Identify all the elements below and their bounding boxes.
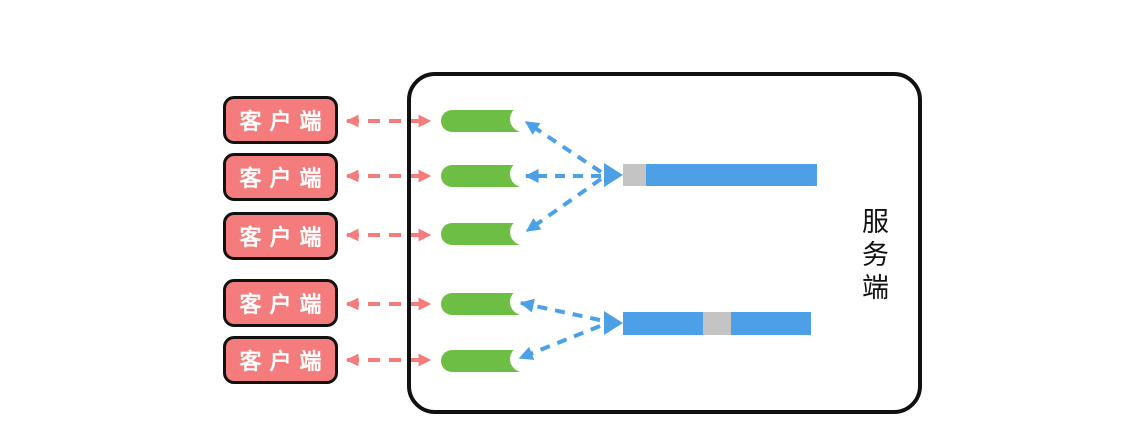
handler-pills [441, 106, 536, 372]
client-box-2: 客户端 [223, 153, 338, 201]
handler-pill-5 [441, 346, 536, 372]
handler-pill-2 [441, 161, 536, 187]
thread-bar-2 [623, 312, 811, 335]
dispatch-arrowhead-2 [604, 311, 623, 335]
client-connection-arrows [345, 114, 432, 367]
thread-bar-1-segment-gray [623, 164, 646, 186]
blue-dashed-arrow-3 [525, 177, 603, 233]
blue-dashed-arrow-5 [518, 324, 601, 360]
blue-dashed-arrow-1 [524, 120, 603, 174]
blue-dashed-arrow-4 [519, 298, 601, 322]
client-box-4: 客户端 [223, 279, 338, 327]
dispatch-arrowhead-1 [604, 163, 623, 187]
handler-pill-1 [441, 106, 536, 132]
client-box-5: 客户端 [223, 336, 338, 384]
dispatch-lines [518, 120, 603, 360]
server-label: 服务端 [857, 207, 888, 306]
thread-bar-2-segment-blue-left [623, 312, 703, 335]
client-box-1: 客户端 [223, 96, 338, 144]
client-box-3: 客户端 [223, 212, 338, 260]
handler-pill-3 [441, 219, 536, 245]
thread-bar-2-segment-gray [703, 312, 731, 335]
thread-bar-1 [623, 164, 817, 186]
thread-bar-2-segment-blue-right [731, 312, 811, 335]
thread-bar-1-segment-blue [646, 164, 817, 186]
